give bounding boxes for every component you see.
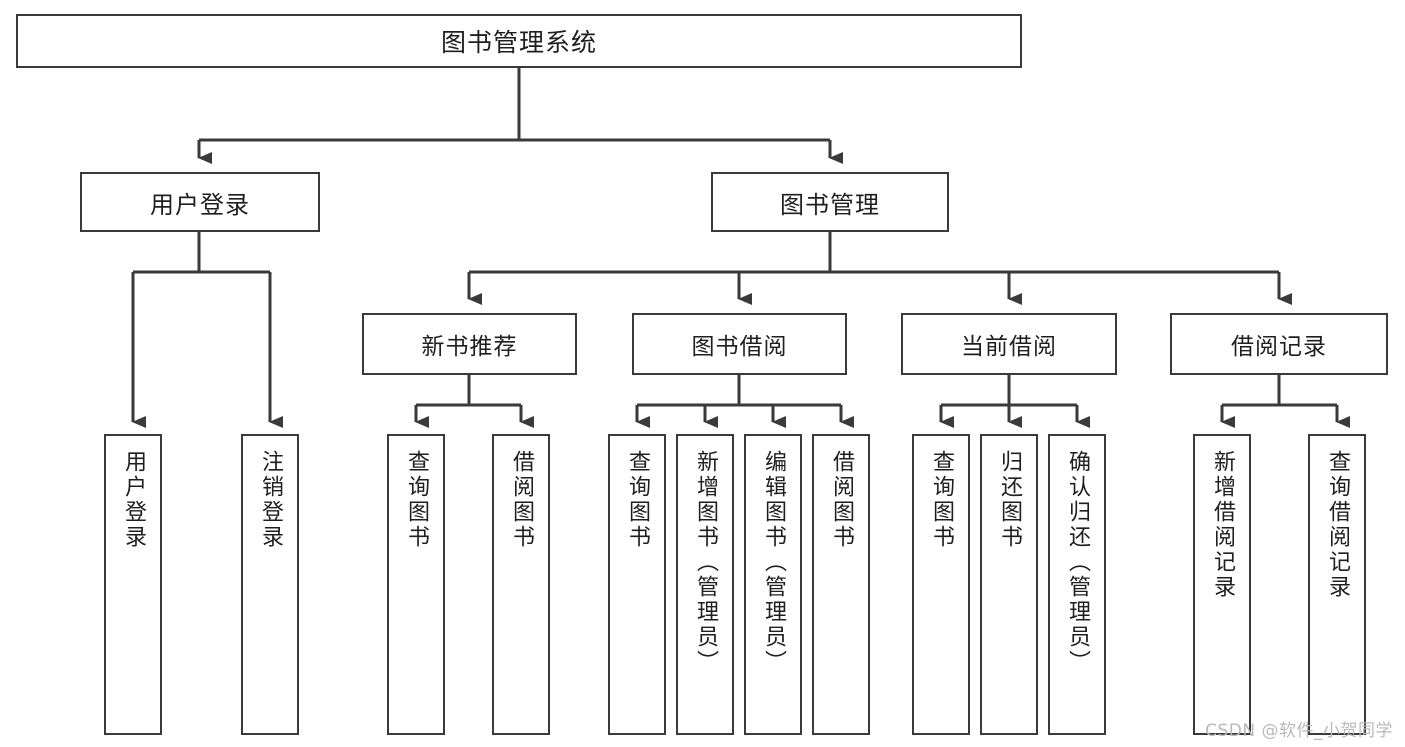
leaf-user-login-signin[interactable]: 用户登录 [104,434,162,735]
node-new-book-recommend[interactable]: 新书推荐 [362,313,577,375]
node-book-borrow[interactable]: 图书借阅 [632,313,847,375]
leaf-new-book-borrow[interactable]: 借阅图书 [492,434,550,735]
watermark-csdn: CSDN @软件_小贺同学 [1205,721,1393,741]
leaf-label: 注销登录 [258,450,283,550]
leaf-label: 查询图书 [404,450,429,550]
leaf-label: 查询图书 [929,450,954,550]
node-book-manage[interactable]: 图书管理 [711,172,949,232]
leaf-borrow-record-add[interactable]: 新增借阅记录 [1193,434,1251,735]
leaf-new-book-query[interactable]: 查询图书 [387,434,445,735]
node-borrow-record-label: 借阅记录 [1231,334,1327,360]
leaf-label: 编辑图书（管理员） [761,450,786,675]
leaf-label: 新增图书（管理员） [693,450,718,675]
leaf-book-borrow-lend[interactable]: 借阅图书 [812,434,870,735]
leaf-label: 确认归还（管理员） [1065,450,1090,675]
node-root-label: 图书管理系统 [440,28,597,57]
leaf-current-borrow-return[interactable]: 归还图书 [980,434,1038,735]
leaf-label: 借阅图书 [829,450,854,550]
leaf-book-borrow-query[interactable]: 查询图书 [608,434,666,735]
leaf-borrow-record-query[interactable]: 查询借阅记录 [1308,434,1366,735]
leaf-label: 查询借阅记录 [1325,450,1350,600]
leaf-label: 查询图书 [625,450,650,550]
node-current-borrow-label: 当前借阅 [961,334,1057,360]
node-new-book-recommend-label: 新书推荐 [421,334,518,360]
node-current-borrow[interactable]: 当前借阅 [901,313,1117,375]
node-root-system[interactable]: 图书管理系统 [16,14,1022,68]
leaf-current-borrow-query[interactable]: 查询图书 [912,434,970,735]
node-borrow-record[interactable]: 借阅记录 [1170,313,1388,375]
node-book-borrow-label: 图书借阅 [691,334,788,360]
leaf-label: 借阅图书 [509,450,534,550]
leaf-label: 用户登录 [121,450,146,550]
leaf-book-borrow-edit[interactable]: 编辑图书（管理员） [744,434,802,735]
leaf-label: 新增借阅记录 [1210,450,1235,600]
leaf-label: 归还图书 [997,450,1022,550]
leaf-current-borrow-confirm[interactable]: 确认归还（管理员） [1048,434,1106,735]
node-user-login-label: 用户登录 [150,190,250,219]
node-book-manage-label: 图书管理 [780,190,880,219]
leaf-book-borrow-add[interactable]: 新增图书（管理员） [676,434,734,735]
node-user-login[interactable]: 用户登录 [80,172,320,232]
leaf-user-login-signout[interactable]: 注销登录 [241,434,299,735]
